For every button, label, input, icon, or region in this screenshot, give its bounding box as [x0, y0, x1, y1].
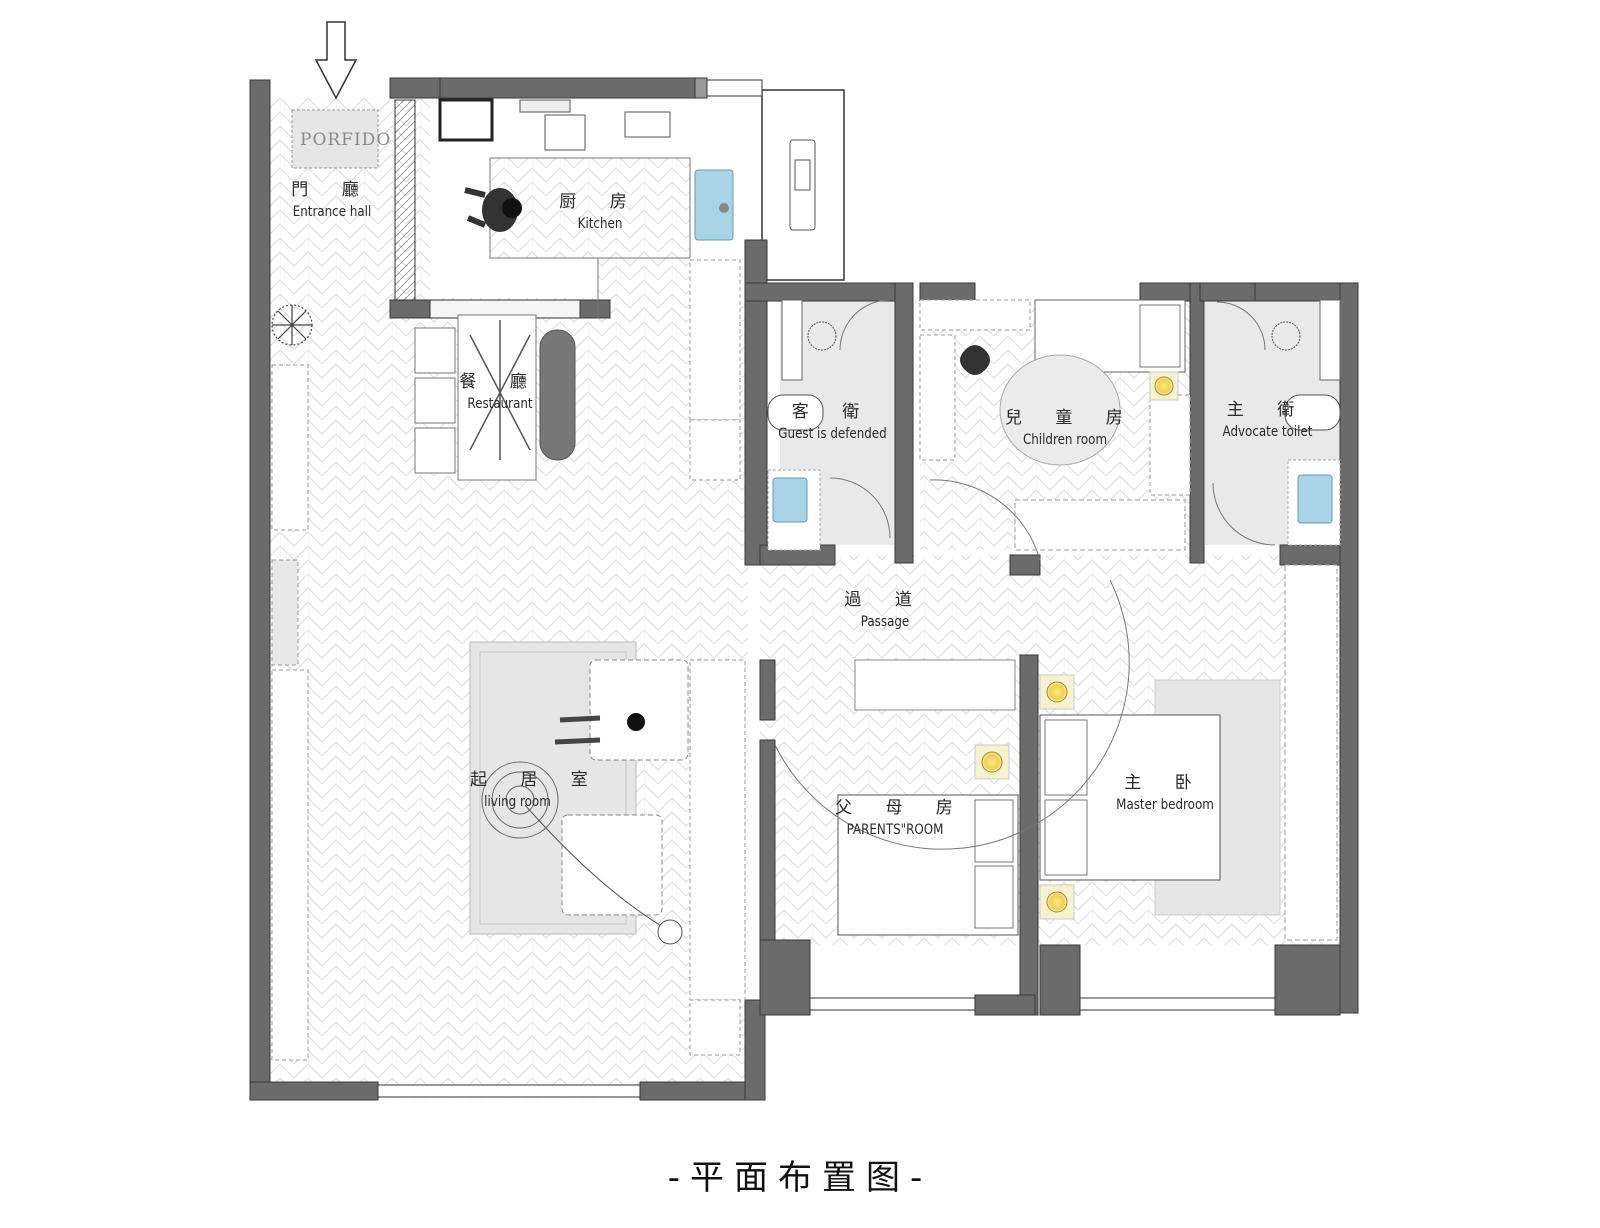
kitchen-fixtures — [438, 98, 741, 481]
label-master-bath: 主 衛 Advocate toilet — [1222, 400, 1313, 440]
west-cabinets — [271, 364, 746, 1061]
walls — [249, 77, 1359, 1101]
label-parents-room: 父 母 房 PARENTS"ROOM — [835, 798, 967, 838]
rug-text: PORFIDO — [300, 130, 392, 150]
dining-table — [414, 314, 576, 481]
windows — [377, 79, 1276, 1098]
person-figure-icon — [464, 187, 522, 232]
bathroom-fixtures — [767, 299, 1341, 551]
plant-icon — [271, 304, 313, 346]
label-guest-bath: 客 衛 Guest is defended — [778, 402, 887, 442]
label-entrance-hall: 門 廳 Entrance hall — [291, 180, 373, 220]
label-master-bedroom: 主 卧 Master bedroom — [1116, 773, 1214, 813]
label-passage: 過 道 Passage — [844, 590, 926, 630]
diagram-title: -平面布置图- — [667, 1158, 933, 1198]
lamp-icons — [974, 371, 1179, 920]
label-children-room: 兒 童 房 Children room — [1005, 408, 1137, 448]
label-kitchen: 厨 房 Kitchen — [559, 192, 641, 232]
living-room-furniture — [469, 641, 689, 945]
children-room-furniture — [919, 299, 1191, 561]
down-arrow-icon — [314, 21, 358, 100]
bedroom-furniture — [774, 564, 1338, 941]
washing-machine-icon — [789, 139, 816, 231]
label-living-room: 起 居 室 living room — [470, 770, 602, 810]
entrance-rug — [291, 109, 379, 169]
label-restaurant: 餐 廳 Restaurant — [459, 372, 541, 412]
